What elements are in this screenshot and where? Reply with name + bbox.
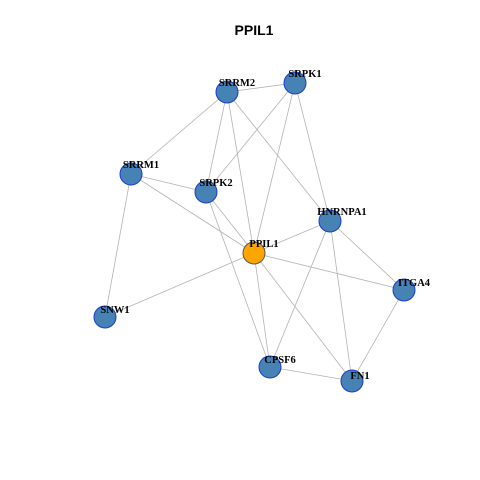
edge-hnrnpa1-fn1 bbox=[329, 220, 353, 382]
node-circle-hnrnpa1[interactable] bbox=[318, 209, 342, 233]
edge-ppil1-cpsf6 bbox=[253, 252, 271, 368]
node-label-itga4: ITGA4 bbox=[398, 278, 431, 289]
diagram-title: PPIL1 bbox=[235, 22, 274, 38]
edge-srrm2-srpk2 bbox=[205, 91, 228, 193]
node-srrm2[interactable]: SRRM2 bbox=[215, 78, 255, 104]
node-srrm1[interactable]: SRRM1 bbox=[119, 160, 159, 186]
node-label-srpk2: SRPK2 bbox=[199, 178, 232, 189]
node-label-ppil1: PPIL1 bbox=[249, 239, 278, 250]
node-label-cpsf6: CPSF6 bbox=[264, 355, 296, 366]
node-circle-srrm2[interactable] bbox=[215, 80, 239, 104]
edge-ppil1-itga4 bbox=[253, 252, 405, 291]
edge-hnrnpa1-cpsf6 bbox=[269, 220, 331, 368]
node-ppil1[interactable]: PPIL1 bbox=[242, 239, 279, 265]
node-itga4[interactable]: ITGA4 bbox=[392, 278, 431, 302]
node-circle-itga4[interactable] bbox=[392, 278, 416, 302]
node-srpk2[interactable]: SRPK2 bbox=[194, 178, 233, 204]
edge-cpsf6-fn1 bbox=[269, 366, 353, 382]
edge-srrm2-hnrnpa1 bbox=[226, 91, 331, 222]
node-label-srpk1: SRPK1 bbox=[288, 69, 321, 80]
node-fn1[interactable]: FN1 bbox=[340, 369, 370, 393]
node-snw1[interactable]: SNW1 bbox=[93, 305, 130, 329]
node-circle-fn1[interactable] bbox=[340, 369, 364, 393]
edge-ppil1-snw1 bbox=[104, 252, 255, 318]
edge-srpk2-ppil1 bbox=[205, 191, 255, 254]
node-circle-srrm1[interactable] bbox=[119, 162, 143, 186]
edge-srrm1-ppil1 bbox=[130, 173, 255, 254]
node-label-snw1: SNW1 bbox=[100, 305, 129, 316]
node-srpk1[interactable]: SRPK1 bbox=[283, 69, 322, 95]
edge-srrm2-srrm1 bbox=[130, 91, 228, 175]
node-circle-srpk1[interactable] bbox=[283, 71, 307, 95]
edge-ppil1-fn1 bbox=[253, 252, 353, 382]
edge-srrm2-ppil1 bbox=[226, 91, 255, 254]
edge-srpk1-srpk2 bbox=[205, 82, 296, 193]
edge-srpk1-hnrnpa1 bbox=[294, 82, 331, 222]
node-label-srrm2: SRRM2 bbox=[219, 78, 255, 89]
edge-srpk1-ppil1 bbox=[253, 82, 296, 254]
node-hnrnpa1[interactable]: HNRNPA1 bbox=[317, 207, 367, 233]
node-label-fn1: FN1 bbox=[350, 371, 369, 382]
node-circle-cpsf6[interactable] bbox=[258, 355, 282, 379]
node-circle-srpk2[interactable] bbox=[194, 180, 218, 204]
node-label-srrm1: SRRM1 bbox=[123, 160, 159, 171]
edge-hnrnpa1-itga4 bbox=[329, 220, 405, 291]
edge-srpk2-cpsf6 bbox=[205, 191, 271, 368]
node-label-hnrnpa1: HNRNPA1 bbox=[317, 207, 366, 218]
edge-hnrnpa1-ppil1 bbox=[253, 220, 331, 254]
node-circle-snw1[interactable] bbox=[93, 305, 117, 329]
edge-srrm1-snw1 bbox=[104, 173, 132, 318]
node-cpsf6[interactable]: CPSF6 bbox=[258, 355, 296, 379]
edge-srrm1-srpk2 bbox=[130, 173, 207, 193]
edge-layer bbox=[104, 82, 405, 382]
node-layer: SRRM2 SRPK1SRRM1SRPK2HNRNPA1PPIL1ITGA4SNW… bbox=[93, 69, 431, 393]
node-circle-ppil1[interactable] bbox=[242, 241, 266, 265]
edge-itga4-fn1 bbox=[351, 289, 405, 382]
